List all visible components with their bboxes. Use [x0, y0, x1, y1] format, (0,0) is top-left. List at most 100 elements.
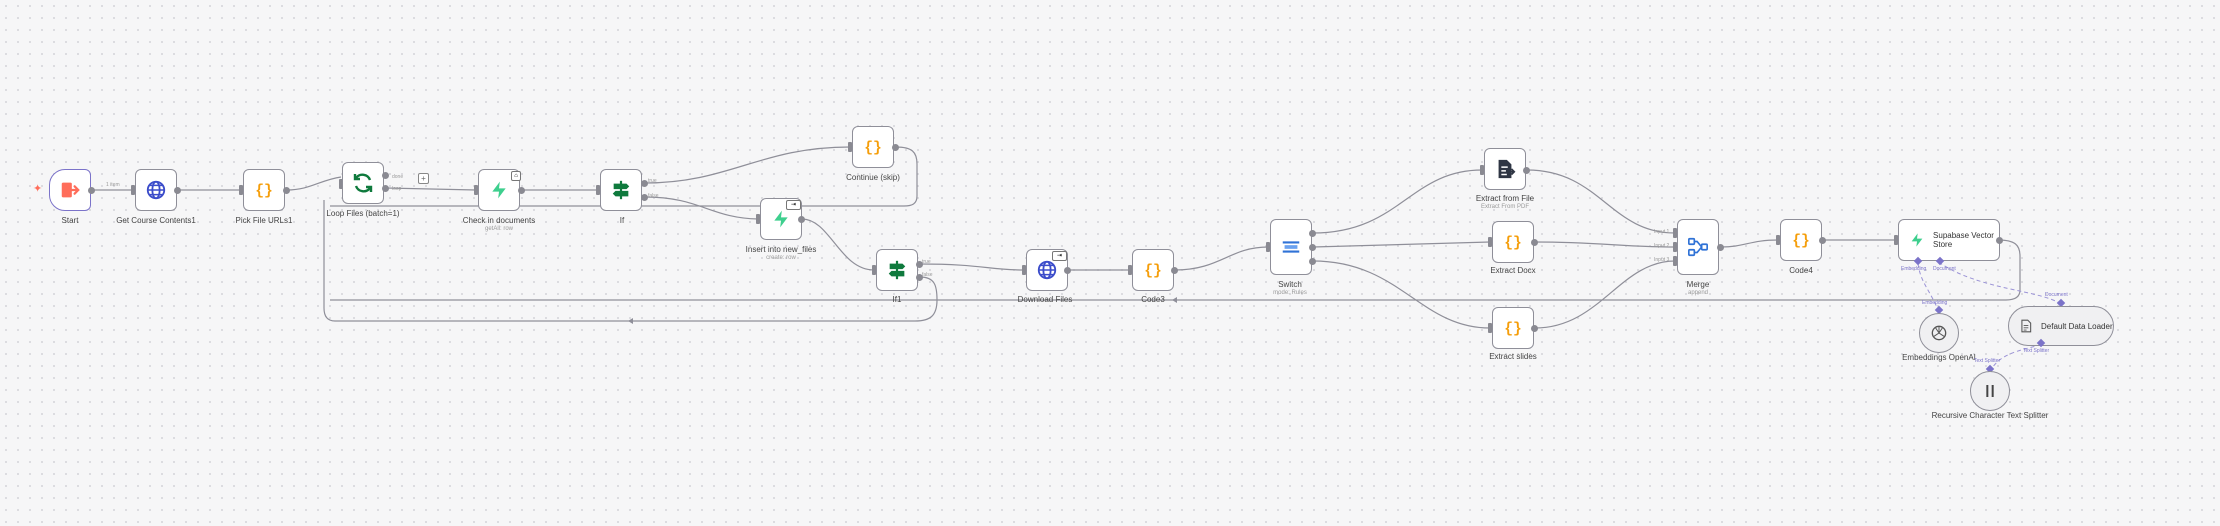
node-extract-docx[interactable]: {}: [1492, 221, 1534, 263]
node-get-course-contents[interactable]: [135, 169, 177, 211]
insert-badge-icon: ⇥: [786, 200, 801, 210]
output-port[interactable]: [1171, 267, 1178, 274]
input-port[interactable]: [848, 142, 852, 152]
node-merge[interactable]: [1677, 219, 1719, 275]
output-port-0[interactable]: [1309, 230, 1316, 237]
output-port[interactable]: [1531, 239, 1538, 246]
edge-switch-docx: [1312, 241, 1491, 248]
input-port[interactable]: [339, 179, 343, 189]
splitter-icon: [1986, 385, 1994, 397]
output-port[interactable]: [1717, 244, 1724, 251]
output-port-loop[interactable]: [382, 185, 389, 192]
node-embeddings-openai[interactable]: [1919, 313, 1959, 353]
output-port[interactable]: [892, 144, 899, 151]
edge-switch-slides: [1312, 260, 1491, 329]
edge-if-insert: [644, 196, 759, 220]
node-if1[interactable]: [876, 249, 918, 291]
input-port[interactable]: [1488, 323, 1492, 333]
output-port-true[interactable]: [641, 180, 648, 187]
edge-switch-extractfile: [1312, 169, 1483, 234]
input-port[interactable]: [1022, 265, 1026, 275]
input-port[interactable]: [596, 185, 600, 195]
input-port[interactable]: [131, 185, 135, 195]
output-port[interactable]: [88, 187, 95, 194]
output-port[interactable]: [1064, 267, 1071, 274]
input-port[interactable]: [1480, 165, 1484, 175]
svg-text:{}: {}: [1504, 322, 1522, 338]
output-port[interactable]: [518, 187, 525, 194]
file-export-icon: [1498, 159, 1516, 179]
node-switch[interactable]: [1270, 219, 1312, 275]
node-default-data-loader[interactable]: Default Data Loader: [2008, 306, 2114, 346]
output-port[interactable]: [1523, 167, 1530, 174]
input-port[interactable]: [872, 265, 876, 275]
node-label: Merge: [1686, 280, 1710, 289]
node-label: Extract Docx: [1490, 266, 1536, 275]
edge-label-true: true: [648, 178, 657, 184]
node-loop-files[interactable]: [342, 162, 384, 204]
connector-label-document: Document: [1933, 266, 1956, 272]
svg-text:{}: {}: [255, 184, 273, 200]
connector-label-text-splitter: Text Splitter: [2023, 348, 2050, 354]
node-label: Extract from File: [1475, 194, 1535, 203]
svg-text:{}: {}: [864, 141, 882, 157]
output-port[interactable]: [283, 187, 290, 194]
node-extract-slides[interactable]: {}: [1492, 307, 1534, 349]
input-port[interactable]: [1894, 235, 1898, 245]
output-port-done[interactable]: [382, 172, 389, 179]
edge-label-input2: Input 2: [1654, 243, 1670, 249]
output-port-true[interactable]: [916, 261, 923, 268]
edge-loop-check: [385, 187, 477, 191]
output-port-false[interactable]: [641, 194, 648, 201]
node-supabase-vector-store[interactable]: Supabase Vector Store: [1898, 219, 2000, 261]
input-port[interactable]: [1128, 265, 1132, 275]
openai-icon: [1931, 325, 1947, 341]
output-port[interactable]: [1819, 237, 1826, 244]
node-pick-file-urls[interactable]: {}: [243, 169, 285, 211]
edge-extractfile-merge: [1526, 169, 1676, 234]
node-sublabel: mode: Rules: [1273, 290, 1307, 296]
output-port-2[interactable]: [1309, 258, 1316, 265]
node-label: Pick File URLs1: [235, 216, 293, 225]
add-node-button[interactable]: +: [418, 173, 429, 184]
download-badge-icon: ⇥: [1052, 251, 1067, 261]
output-port[interactable]: [1996, 237, 2003, 244]
node-label: Recursive Character Text Splitter: [1931, 411, 2049, 420]
output-port[interactable]: [1531, 325, 1538, 332]
signpost-icon: [888, 260, 906, 280]
node-recursive-text-splitter[interactable]: [1970, 371, 2010, 411]
input-port-3[interactable]: [1673, 256, 1677, 266]
svg-text:{}: {}: [1144, 264, 1162, 280]
output-port[interactable]: [174, 187, 181, 194]
edge-supabase-back: [330, 239, 2021, 301]
code-braces-icon: {}: [255, 184, 273, 200]
input-port-2[interactable]: [1673, 242, 1677, 252]
node-code3[interactable]: {}: [1132, 249, 1174, 291]
node-extract-from-file[interactable]: [1484, 148, 1526, 190]
node-sublabel: create: row: [766, 255, 796, 261]
output-port-false[interactable]: [916, 274, 923, 281]
node-code4[interactable]: {}: [1780, 219, 1822, 261]
connector-label-splitter: Text Splitter: [1974, 358, 2001, 364]
node-if[interactable]: [600, 169, 642, 211]
input-port[interactable]: [756, 214, 760, 224]
input-port-1[interactable]: [1673, 228, 1677, 238]
output-port-1[interactable]: [1309, 244, 1316, 251]
switch-icon: [1282, 241, 1300, 253]
edge-slides-merge: [1534, 260, 1676, 329]
input-port[interactable]: [474, 185, 478, 195]
edge-embeddings-supabase: [1917, 262, 1940, 313]
edge-if1-back: [323, 200, 938, 322]
node-continue-skip[interactable]: {}: [852, 126, 894, 168]
node-start[interactable]: [49, 169, 91, 211]
edge-label-input1: Input 1: [1654, 229, 1670, 235]
input-port[interactable]: [1488, 237, 1492, 247]
code-braces-icon: {}: [1504, 236, 1522, 252]
input-port[interactable]: [239, 185, 243, 195]
input-port[interactable]: [1776, 235, 1780, 245]
edge-label-false: false: [648, 193, 659, 199]
input-port[interactable]: [1266, 242, 1270, 252]
output-port[interactable]: [798, 216, 805, 223]
